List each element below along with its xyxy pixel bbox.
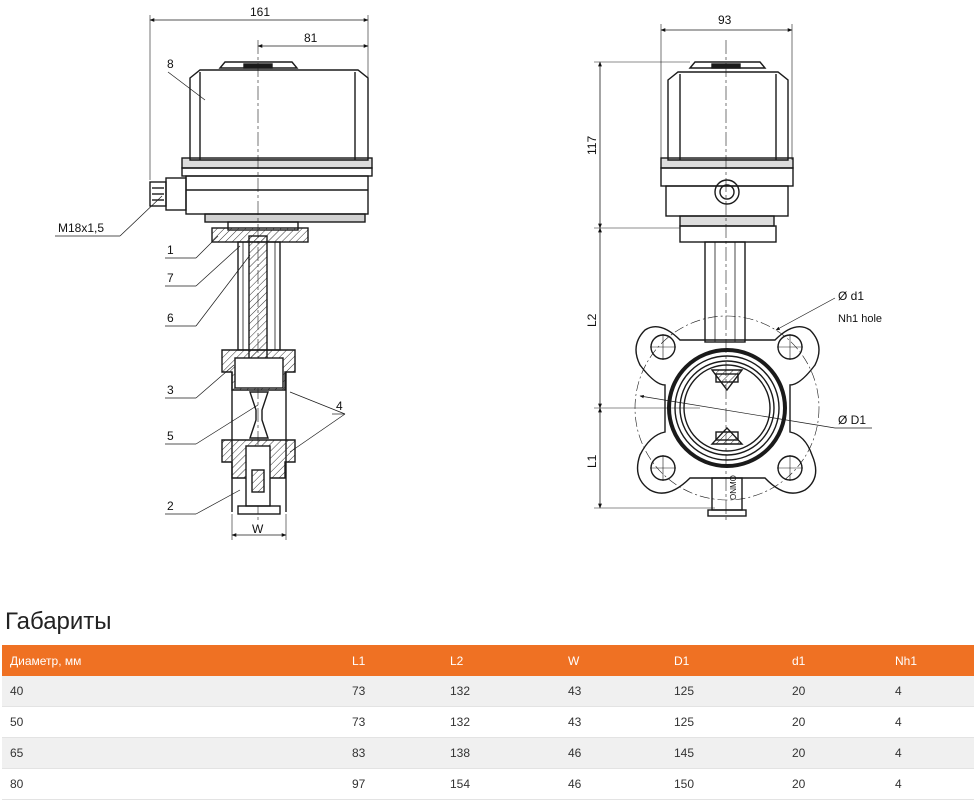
dim-front-width: 93 <box>718 13 732 27</box>
table-cell: 125 <box>666 676 784 707</box>
column-header: Nh1 <box>887 645 974 676</box>
column-header: W <box>560 645 666 676</box>
dim-overall-width: 161 <box>250 5 270 19</box>
hole-count-label: Nh1 hole <box>838 313 882 325</box>
table-cell: 80 <box>2 768 344 800</box>
hole-diameter-label: Ø d1 <box>838 289 864 303</box>
front-view <box>594 24 872 520</box>
table-cell: 46 <box>560 768 666 800</box>
dim-actuator-height: 117 <box>585 136 599 155</box>
table-cell: 20 <box>784 768 887 800</box>
dim-w: W <box>252 522 264 536</box>
table-cell: 46 <box>560 737 666 769</box>
table-row: 40 73 132 43 125 20 4 <box>2 676 974 707</box>
part-label: 1 <box>167 243 174 257</box>
table-cell: 65 <box>2 737 344 769</box>
table-cell: 40 <box>2 676 344 707</box>
table-row: 80 97 154 46 150 20 4 <box>2 768 974 800</box>
dim-l1: L1 <box>585 454 599 468</box>
table-cell: 20 <box>784 737 887 769</box>
table-cell: 43 <box>560 676 666 707</box>
part-label: 7 <box>167 271 174 285</box>
column-header: L1 <box>344 645 442 676</box>
table-cell: 132 <box>442 706 560 738</box>
table-cell: 83 <box>344 737 442 769</box>
table-cell: 43 <box>560 706 666 738</box>
table-cell: 4 <box>887 706 974 738</box>
column-header: L2 <box>442 645 560 676</box>
dimensions-table: Диаметр, мм L1 L2 W D1 d1 Nh1 40 73 132 … <box>2 645 974 800</box>
part-label: 3 <box>167 383 174 397</box>
table-cell: 138 <box>442 737 560 769</box>
table-header-row: Диаметр, мм L1 L2 W D1 d1 Nh1 <box>2 645 974 676</box>
part-label: 8 <box>167 57 174 71</box>
table-row: 50 73 132 43 125 20 4 <box>2 706 974 738</box>
table-cell: 4 <box>887 768 974 800</box>
part-label: 2 <box>167 499 174 513</box>
valve-technical-drawing: 161 81 M18x1,5 W 8 1 7 6 3 5 2 4 <box>55 5 882 540</box>
table-cell: 4 <box>887 676 974 707</box>
section-title: Габариты <box>5 608 112 635</box>
column-header: Диаметр, мм <box>2 645 344 676</box>
column-header: D1 <box>666 645 784 676</box>
side-section-view <box>55 15 373 540</box>
table-cell: 154 <box>442 768 560 800</box>
bolt-circle-label: Ø D1 <box>838 413 866 427</box>
table-cell: 73 <box>344 706 442 738</box>
table-cell: 50 <box>2 706 344 738</box>
part-label: 5 <box>167 429 174 443</box>
table-cell: 4 <box>887 737 974 769</box>
dim-axis-offset: 81 <box>304 31 318 45</box>
thread-label: M18x1,5 <box>58 221 104 235</box>
dim-l2: L2 <box>585 313 599 327</box>
table-cell: 150 <box>666 768 784 800</box>
table-cell: 125 <box>666 706 784 738</box>
column-header: d1 <box>784 645 887 676</box>
table-cell: 20 <box>784 676 887 707</box>
table-row: 65 83 138 46 145 20 4 <box>2 737 974 769</box>
table-cell: 145 <box>666 737 784 769</box>
table-cell: 73 <box>344 676 442 707</box>
part-label: 4 <box>336 399 343 413</box>
nameplate-text: ONMO <box>729 475 738 500</box>
table-cell: 20 <box>784 706 887 738</box>
table-cell: 97 <box>344 768 442 800</box>
part-label: 6 <box>167 311 174 325</box>
table-cell: 132 <box>442 676 560 707</box>
